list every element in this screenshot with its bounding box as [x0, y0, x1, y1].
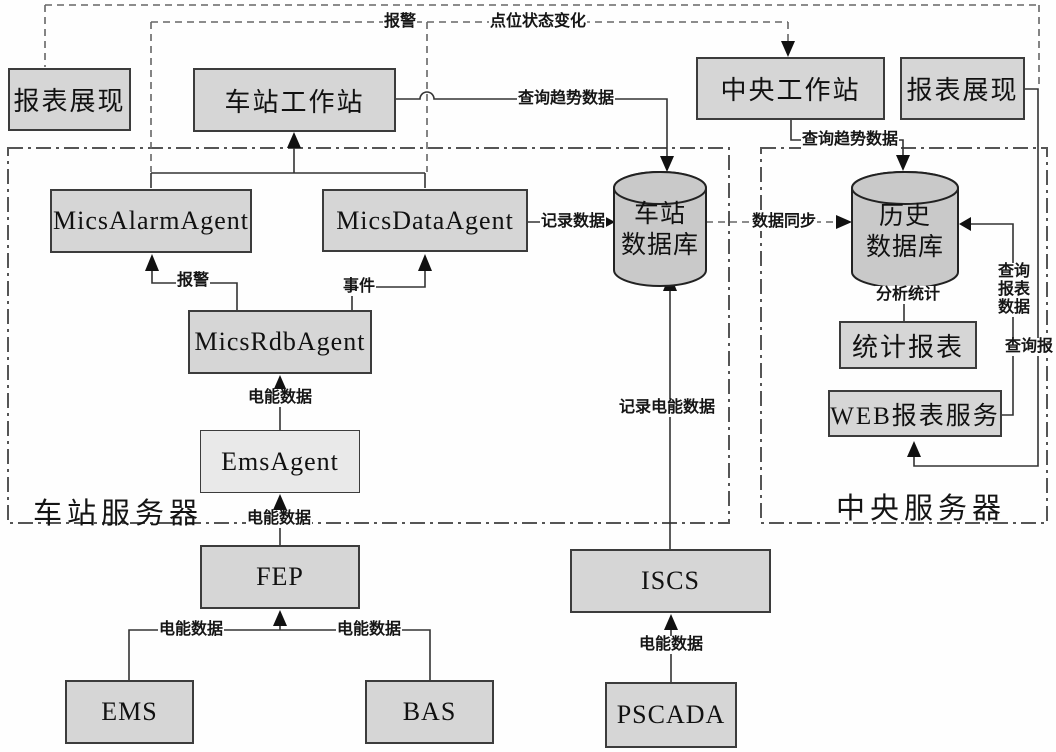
edge-label-record-data: 记录数据 [540, 213, 607, 231]
station-db-line1: 车站 [633, 200, 686, 228]
edge-label-query-trend-right: 查询趋势数据 [801, 131, 900, 149]
edge-label-alarm-mid: 报警 [176, 272, 211, 290]
node-ems-agent: EmsAgent [200, 430, 360, 493]
node-web-report-service: WEB报表服务 [828, 390, 1002, 437]
group-label-central-server: 中央服务器 [836, 493, 1007, 525]
node-iscs: ISCS [570, 549, 771, 613]
database-cylinders [613, 171, 959, 289]
node-pscada: PSCADA [605, 682, 737, 748]
edge-label-power-from-pscada: 电能数据 [638, 636, 705, 654]
edge-ems-bas-to-fep [128, 626, 431, 680]
arrowhead-central-workstation [781, 41, 795, 57]
arrowheads [145, 132, 971, 630]
edge-alarm-point-status [150, 21, 789, 172]
history-db-label: 历史 数据库 [852, 198, 958, 266]
history-db-top [851, 171, 959, 205]
edge-label-power-to-emsagent: 电能数据 [246, 510, 313, 528]
edge-query-trend-left [396, 91, 668, 156]
group-label-station-server: 车站服务器 [33, 498, 204, 530]
station-db-line2: 数据库 [620, 232, 699, 259]
node-mics-data-agent: MicsDataAgent [322, 189, 528, 252]
node-stats-report: 统计报表 [839, 321, 977, 369]
central-server-border [760, 147, 1048, 524]
edge-report-display-link [44, 4, 1040, 88]
node-report-display-left: 报表展现 [8, 68, 131, 131]
station-db-top [613, 171, 707, 205]
node-bas: BAS [365, 680, 494, 744]
edge-label-query-report-partial: 查询报 [1004, 338, 1055, 356]
node-mics-rdb-agent: MicsRdbAgent [188, 310, 372, 374]
edge-label-analysis-stats: 分析统计 [875, 286, 942, 304]
edge-label-point-status-change: 点位状态变化 [489, 13, 588, 31]
node-central-workstation: 中央工作站 [696, 57, 885, 120]
edge-agents-to-station-ws [150, 148, 426, 188]
edge-label-record-power-data: 记录电能数据 [618, 399, 717, 417]
edge-label-query-report-data: 查询报表数据 [995, 263, 1033, 317]
edge-label-power-from-bas: 电能数据 [336, 621, 403, 639]
node-mics-alarm-agent: MicsAlarmAgent [50, 189, 252, 253]
edge-label-power-from-ems: 电能数据 [158, 621, 225, 639]
edge-query-report-data [971, 223, 1014, 416]
station-db-label: 车站 数据库 [614, 196, 706, 264]
station-server-border [7, 147, 730, 524]
node-fep: FEP [200, 545, 360, 609]
edge-report-display-to-web [913, 88, 1039, 467]
history-db-line2: 数据库 [865, 234, 944, 261]
edge-label-event: 事件 [342, 278, 377, 296]
history-db-line1: 历史 [878, 202, 931, 230]
node-report-display-right: 报表展现 [900, 57, 1025, 120]
node-station-workstation: 车站工作站 [193, 68, 396, 132]
edge-label-query-trend-left: 查询趋势数据 [517, 90, 616, 108]
edge-event [351, 271, 426, 310]
edge-label-power-to-rdb: 电能数据 [247, 389, 314, 407]
node-ems: EMS [65, 680, 194, 744]
edge-label-data-sync: 数据同步 [751, 213, 818, 231]
edge-label-alarm-top: 报警 [383, 13, 418, 31]
arrowhead-data-sync [836, 215, 852, 229]
